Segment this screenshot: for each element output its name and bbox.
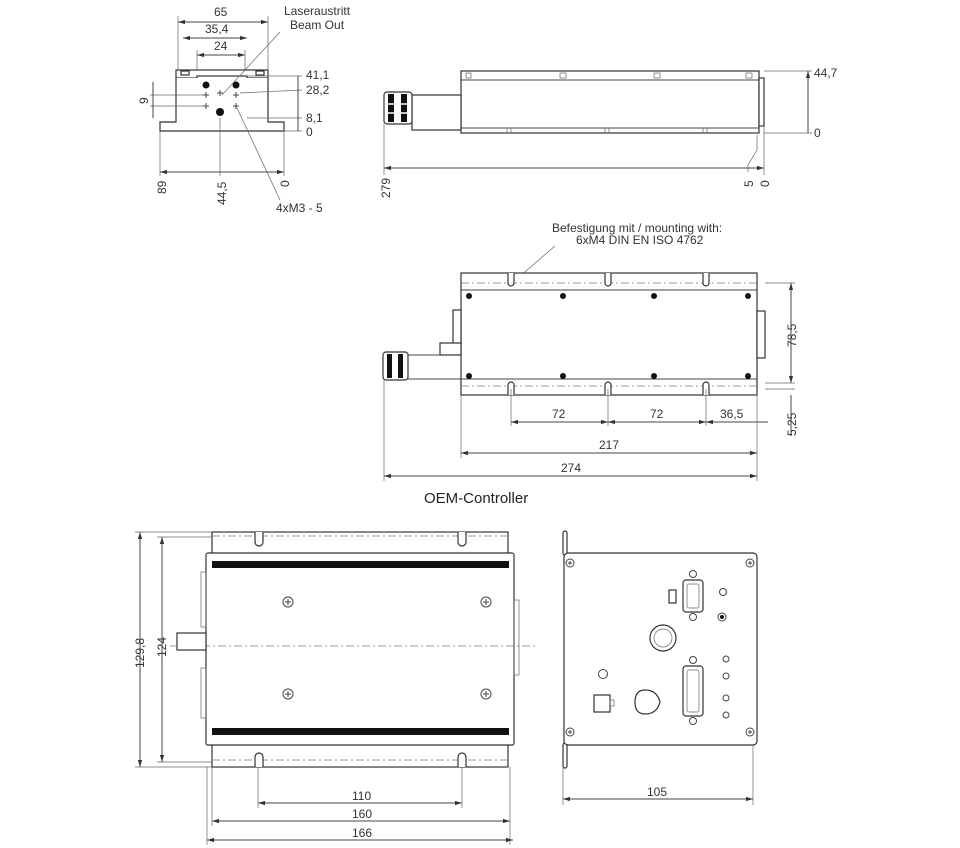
pitch-72-b: 72: [650, 407, 664, 421]
dim-44-5: 44,5: [215, 181, 229, 205]
beam-out-callout-de: Laseraustritt: [284, 4, 351, 18]
side-offset-5: 5: [742, 180, 756, 187]
controller-height-129-8: 129,8: [133, 638, 147, 668]
dim-65: 65: [214, 5, 228, 19]
thread-note: 4xM3 - 5: [276, 201, 323, 215]
top-view: Befestigung mit / mounting with: 6xM4 DI…: [382, 221, 799, 481]
controller-top-view: 129,8 124 110 160 166: [133, 531, 535, 845]
dim-9: 9: [137, 97, 151, 104]
dim-89: 89: [155, 180, 169, 194]
side-view: 44,7 0 279 5 0: [379, 66, 838, 198]
beam-out-callout-en: Beam Out: [290, 18, 345, 32]
controller-height-124: 124: [155, 637, 169, 657]
slot-spacing-110: 110: [352, 789, 371, 803]
height-8-1: 8,1: [306, 111, 323, 125]
top-edge-5-25: 5,25: [785, 412, 799, 436]
overall-length-274: 274: [561, 461, 581, 475]
mounting-callout-line2: 6xM4 DIN EN ISO 4762: [576, 233, 704, 247]
body-length-217: 217: [599, 438, 619, 452]
pitch-72-a: 72: [552, 407, 566, 421]
dim-24: 24: [214, 39, 228, 53]
side-height-44-7: 44,7: [814, 66, 838, 80]
controller-title: OEM-Controller: [424, 490, 528, 507]
side-height-0: 0: [814, 126, 821, 140]
dim-35-4: 35,4: [205, 22, 229, 36]
height-0: 0: [306, 125, 313, 139]
controller-length-160: 160: [352, 807, 372, 821]
controller-front-panel: 105: [562, 530, 758, 805]
controller-length-166: 166: [352, 826, 372, 840]
mounting-callout-line1: Befestigung mit / mounting with:: [552, 221, 722, 235]
panel-width-105: 105: [647, 785, 667, 799]
height-28-2: 28,2: [306, 83, 330, 97]
end-offset-36-5: 36,5: [720, 407, 744, 421]
top-width-78-5: 78,5: [785, 323, 799, 347]
end-view: 65 35,4 24 Laseraustritt Beam Out 41,1 2…: [137, 4, 351, 215]
dim-0: 0: [278, 180, 292, 187]
height-41-1: 41,1: [306, 68, 330, 82]
side-zero: 0: [758, 180, 772, 187]
side-length-279: 279: [379, 178, 393, 198]
